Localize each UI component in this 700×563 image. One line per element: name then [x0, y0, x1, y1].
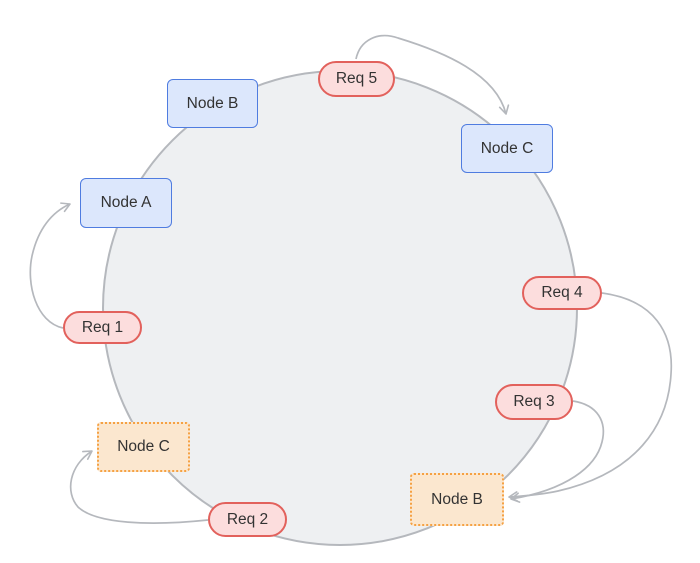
edge-req3-to-node-b-virtual	[510, 400, 605, 503]
node-box-b-top: Node B	[167, 79, 258, 128]
node-box-c-virtual: Node C	[97, 422, 190, 472]
edge-req5-to-node-c	[355, 34, 510, 115]
request-pill-2: Req 2	[208, 502, 287, 537]
request-pill-1: Req 1	[63, 311, 142, 344]
edge-req4-to-node-b-virtual	[508, 292, 673, 502]
node-box-b-virtual: Node B	[410, 473, 504, 526]
request-pill-4: Req 4	[522, 276, 602, 310]
node-box-c-top: Node C	[461, 124, 553, 173]
request-pill-3: Req 3	[495, 384, 573, 420]
edge-req2-to-node-c-virtual	[69, 450, 209, 524]
request-pill-5: Req 5	[318, 61, 395, 97]
node-box-a: Node A	[80, 178, 172, 228]
edge-req1-to-node-a	[29, 202, 71, 329]
